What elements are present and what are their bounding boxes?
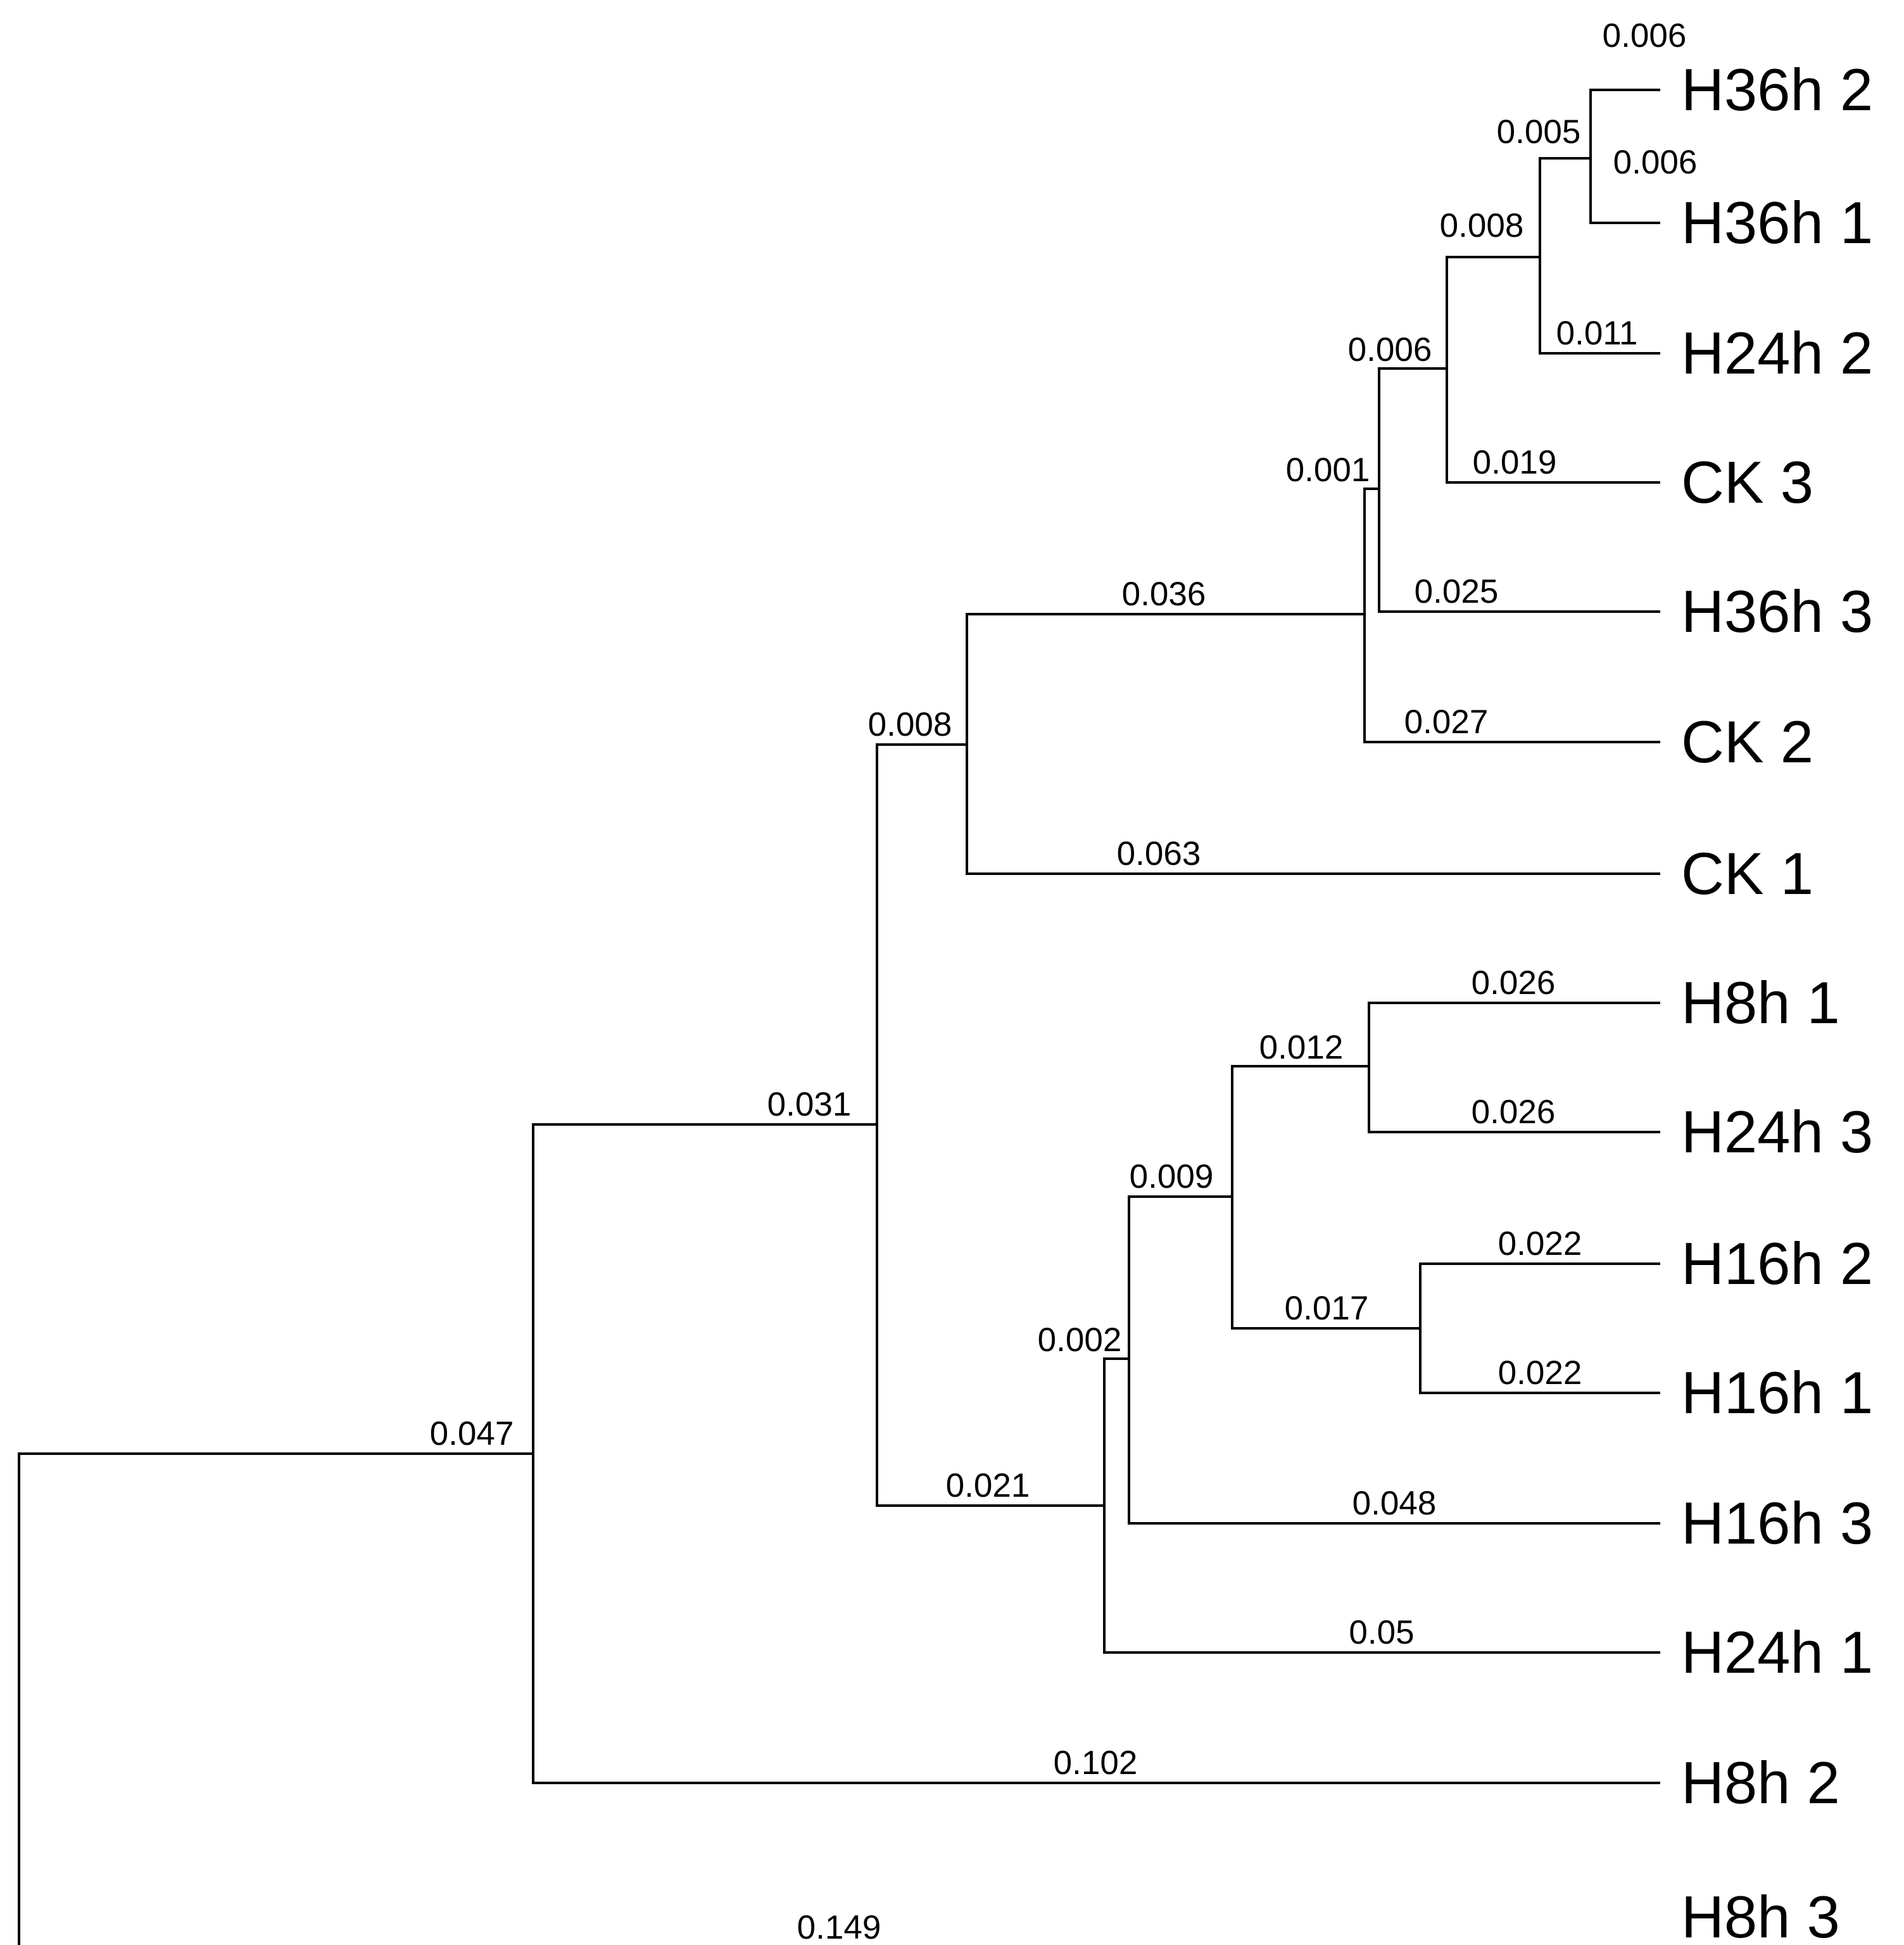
branch-length-h24h2: 0.011 bbox=[1556, 315, 1638, 352]
branch-length-h16h1: 0.022 bbox=[1498, 1354, 1582, 1392]
branch-length-h36h2: 0.006 bbox=[1603, 17, 1687, 54]
branch-length-n4: 0.001 bbox=[1286, 451, 1370, 489]
leaf-labels: H36h 2 H36h 1 H24h 2 CK 3 H36h 3 CK 2 CK… bbox=[1681, 56, 1873, 1945]
branch-length-n12: 0.017 bbox=[1285, 1290, 1369, 1327]
leaf-h24h1: H24h 1 bbox=[1681, 1619, 1873, 1685]
branch-length-h36h1: 0.006 bbox=[1613, 144, 1698, 181]
branch-length-n2: 0.008 bbox=[868, 706, 952, 743]
leaf-ck2: CK 2 bbox=[1681, 708, 1813, 775]
branch-length-n9: 0.002 bbox=[1038, 1321, 1122, 1359]
leaf-h16h3: H16h 3 bbox=[1681, 1490, 1873, 1556]
branch-length-h8h1: 0.026 bbox=[1472, 964, 1556, 1002]
branch-length-n6: 0.008 bbox=[1440, 207, 1524, 244]
branch-length-n11: 0.012 bbox=[1259, 1029, 1344, 1066]
branch-length-labels: 0.047 0.149 0.031 0.102 0.008 0.021 0.03… bbox=[430, 17, 1698, 1945]
branch-length-n5: 0.006 bbox=[1348, 331, 1432, 368]
branch-length-n3: 0.036 bbox=[1122, 576, 1206, 613]
branch-length-h24h3: 0.026 bbox=[1472, 1093, 1556, 1131]
branch-length-root: 0.047 bbox=[430, 1415, 514, 1452]
branch-length-n1: 0.031 bbox=[767, 1086, 852, 1123]
leaf-h36h1: H36h 1 bbox=[1681, 189, 1873, 256]
leaf-ck1: CK 1 bbox=[1681, 840, 1813, 907]
leaf-h8h2: H8h 2 bbox=[1681, 1749, 1840, 1816]
leaf-ck3: CK 3 bbox=[1681, 449, 1813, 515]
branch-length-h16h2: 0.022 bbox=[1498, 1225, 1582, 1262]
branch-length-h8h2: 0.102 bbox=[1054, 1744, 1138, 1782]
leaf-h16h2: H16h 2 bbox=[1681, 1230, 1873, 1297]
leaf-h36h3: H36h 3 bbox=[1681, 578, 1873, 645]
tree-branches bbox=[18, 89, 1660, 1945]
leaf-h8h3: H8h 3 bbox=[1681, 1884, 1840, 1945]
branch-length-h8h3: 0.149 bbox=[797, 1909, 881, 1945]
leaf-h36h2: H36h 2 bbox=[1681, 56, 1873, 123]
leaf-h24h3: H24h 3 bbox=[1681, 1098, 1873, 1165]
branch-length-n10: 0.009 bbox=[1130, 1158, 1214, 1195]
branch-length-h24h1: 0.05 bbox=[1349, 1614, 1414, 1651]
branch-length-ck1: 0.063 bbox=[1117, 835, 1201, 872]
branch-length-h16h3: 0.048 bbox=[1352, 1485, 1437, 1522]
branch-length-n8: 0.021 bbox=[946, 1467, 1030, 1504]
branch-length-ck3: 0.019 bbox=[1473, 444, 1557, 481]
branch-length-n7: 0.005 bbox=[1497, 113, 1581, 151]
leaf-h16h1: H16h 1 bbox=[1681, 1359, 1873, 1426]
branch-length-h36h3: 0.025 bbox=[1415, 573, 1499, 610]
leaf-h24h2: H24h 2 bbox=[1681, 320, 1873, 386]
branch-length-ck2: 0.027 bbox=[1404, 703, 1489, 741]
leaf-h8h1: H8h 1 bbox=[1681, 969, 1840, 1036]
